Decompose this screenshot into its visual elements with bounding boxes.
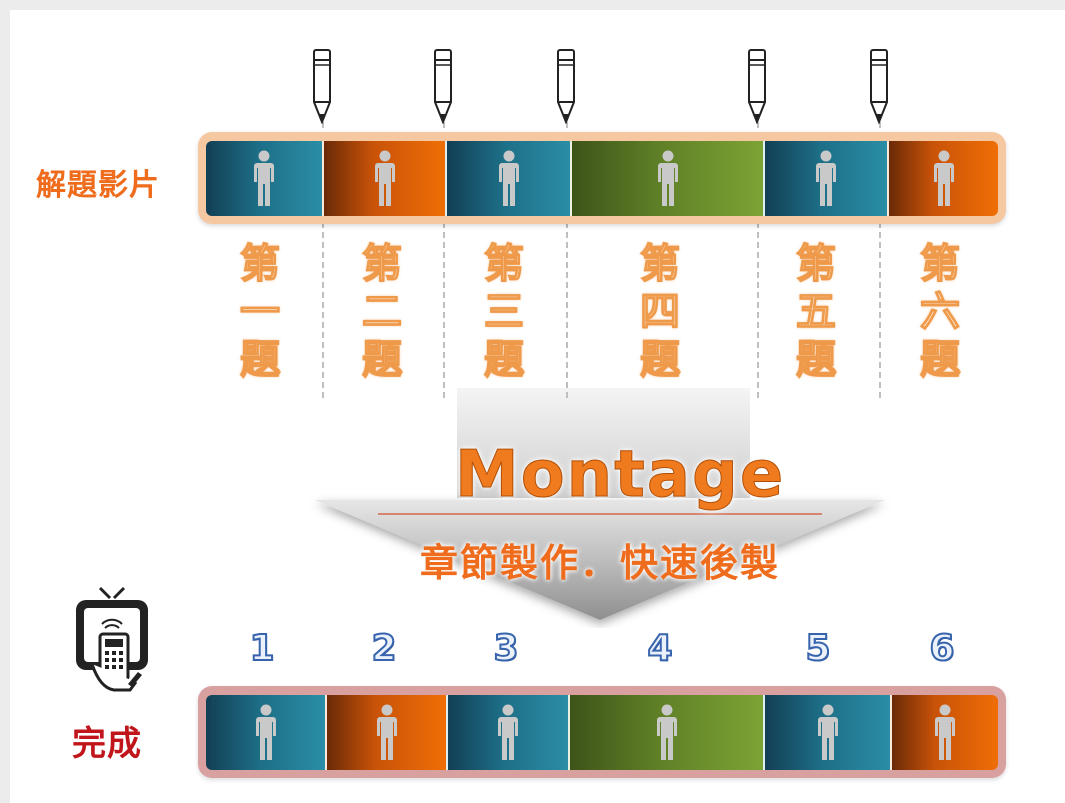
segment-4 <box>568 695 763 770</box>
chapter-number-5: 5 <box>804 627 831 670</box>
pencil-icon <box>870 49 888 124</box>
segment-1 <box>206 141 322 216</box>
person-icon <box>374 150 395 206</box>
chapter-number-3: 3 <box>492 627 519 670</box>
montage-subtitle: 章節製作．快速後製 <box>419 541 780 585</box>
person-icon <box>498 150 519 206</box>
person-icon <box>816 150 836 206</box>
finished-strip-segments <box>206 695 998 770</box>
montage-arrow <box>315 388 885 620</box>
person-icon <box>376 704 397 760</box>
person-icon <box>254 150 274 206</box>
pencil-icon <box>557 49 575 124</box>
question-label-3: 第三題 <box>483 240 524 383</box>
person-icon <box>657 150 678 206</box>
done-label: 完成 <box>72 724 142 764</box>
tv-remote-icon <box>76 586 148 692</box>
person-icon <box>933 150 954 206</box>
segment-5 <box>763 141 887 216</box>
person-icon <box>656 704 677 760</box>
montage-title: Montage <box>455 438 786 513</box>
pencil-icon <box>434 49 452 124</box>
video-strip-segments <box>206 141 998 216</box>
segment-2 <box>322 141 445 216</box>
divider-line <box>322 122 324 398</box>
question-label-1: 第一題 <box>239 240 280 383</box>
segment-4 <box>570 141 763 216</box>
question-label-4: 第四題 <box>639 240 680 383</box>
divider-line <box>879 122 881 398</box>
person-icon <box>935 704 955 760</box>
chapter-number-2: 2 <box>370 627 397 670</box>
divider-line <box>443 122 445 398</box>
question-label-2: 第二題 <box>361 240 402 383</box>
pencil-icon <box>313 49 331 124</box>
question-label-6: 第六題 <box>919 240 960 383</box>
pencil-icon <box>748 49 766 124</box>
segment-1 <box>206 695 325 770</box>
chapter-number-1: 1 <box>248 627 275 670</box>
person-icon <box>255 704 276 760</box>
segment-3 <box>445 141 570 216</box>
segment-2 <box>325 695 446 770</box>
segment-6 <box>890 695 998 770</box>
segment-3 <box>446 695 568 770</box>
person-icon <box>498 704 518 760</box>
question-label-5: 第五題 <box>795 240 836 383</box>
segment-6 <box>887 141 998 216</box>
chapter-number-4: 4 <box>646 627 673 670</box>
divider-line <box>757 122 759 398</box>
divider-line <box>566 122 568 398</box>
chapter-number-6: 6 <box>928 627 955 670</box>
video-label: 解題影片 <box>36 168 160 203</box>
segment-5 <box>763 695 890 770</box>
person-icon <box>817 704 838 760</box>
